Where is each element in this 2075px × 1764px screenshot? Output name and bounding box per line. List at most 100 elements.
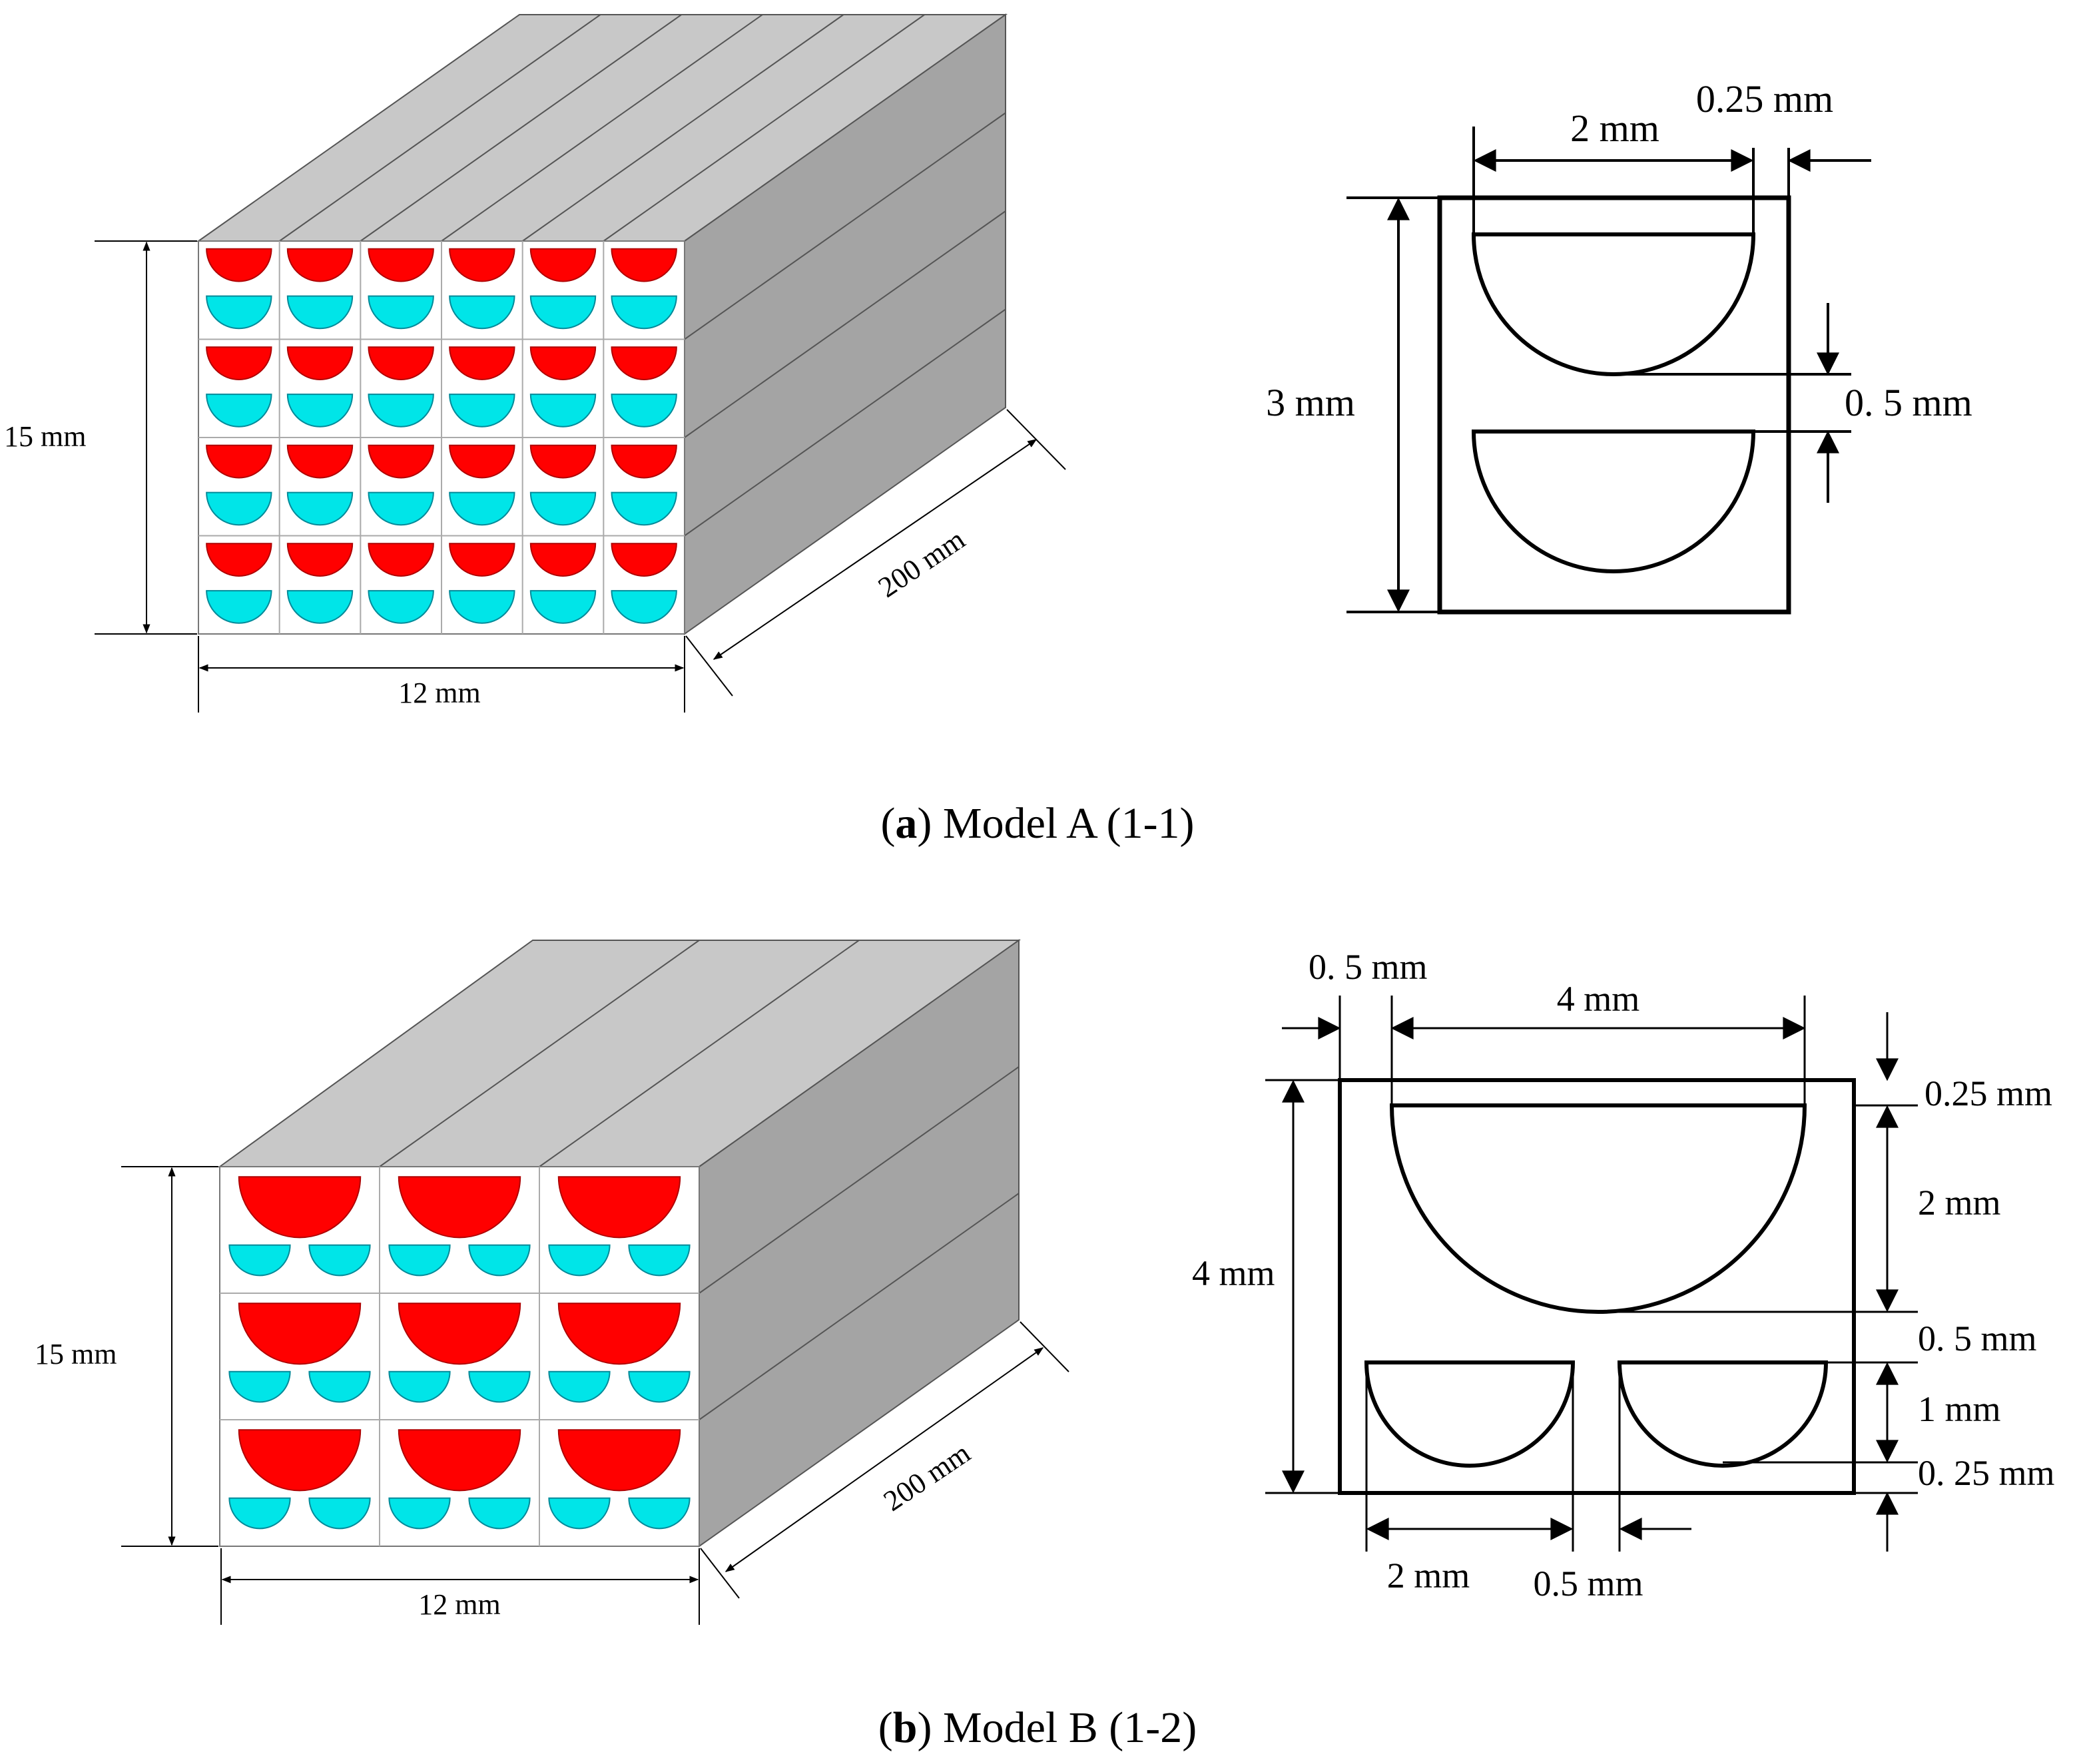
cold-channel — [368, 295, 434, 330]
cold-channel — [628, 1370, 691, 1403]
top-seam — [360, 14, 682, 242]
cold-channel — [529, 590, 597, 624]
model-b-detail-cold-width-label: 2 mm — [1387, 1556, 1470, 1596]
model-b-detail-cold-channel-right — [1617, 1360, 1829, 1468]
cold-channel — [206, 295, 272, 330]
cold-channel — [468, 1244, 531, 1277]
cold-channel — [468, 1370, 531, 1403]
model-b-channels — [228, 1176, 691, 1530]
hot-channel — [368, 444, 434, 479]
model-a-height-dimension: 15 mm — [4, 240, 197, 635]
cold-channel — [286, 590, 354, 624]
cold-channel — [368, 590, 434, 624]
side-seam — [699, 1066, 1020, 1294]
cold-channel — [228, 1497, 291, 1530]
cold-channel — [628, 1244, 691, 1277]
model-a-channels — [206, 248, 677, 624]
model-a-detail-width-label: 2 mm — [1570, 107, 1659, 150]
hot-channel — [611, 444, 677, 478]
cold-channel — [308, 1497, 371, 1530]
cold-channel — [368, 491, 434, 526]
cold-channel — [611, 394, 677, 428]
model-b-detail-hot-width-label: 4 mm — [1557, 979, 1640, 1019]
cold-channel — [286, 394, 354, 428]
cold-channel — [548, 1244, 611, 1277]
hot-channel — [557, 1176, 681, 1239]
model-a-cell-outline — [1437, 195, 1791, 615]
hot-channel — [286, 248, 354, 282]
cold-channel — [529, 394, 597, 428]
hot-channel — [286, 543, 354, 577]
cold-channel — [611, 491, 677, 525]
cold-channel — [529, 491, 597, 526]
hot-channel — [529, 444, 597, 479]
cold-channel — [468, 1497, 531, 1530]
hot-channel — [238, 1303, 362, 1365]
hot-channel — [206, 543, 272, 577]
hot-channel — [238, 1429, 362, 1492]
model-b-top-seams — [379, 940, 860, 1167]
model-b-detail-cold-channel-left — [1364, 1360, 1576, 1468]
hot-channel — [206, 444, 272, 479]
hot-channel — [529, 346, 597, 380]
model-b-cell-outline — [1338, 1078, 1856, 1495]
model-b-detail-hot-channel — [1389, 1103, 1807, 1314]
hot-channel — [398, 1429, 521, 1492]
model-b-width-dimension: 12 mm — [220, 1548, 700, 1625]
cold-channel — [206, 394, 272, 428]
model-b-detail-cold-depth-label: 1 mm — [1918, 1389, 2001, 1429]
model-b-caption: (b) Model B (1-2) — [878, 1703, 1197, 1752]
cold-channel — [611, 590, 677, 624]
model-b-cell-grid — [220, 1167, 699, 1546]
model-b-block — [217, 939, 1022, 1548]
hot-channel — [449, 248, 515, 282]
hot-channel — [611, 543, 677, 577]
model-a-detail-height-label: 3 mm — [1266, 381, 1355, 424]
cold-channel — [228, 1370, 291, 1403]
cold-channel — [206, 590, 272, 624]
model-a-detail: 2 mm 0.25 mm 3 mm 0. 5 mm — [1266, 77, 1972, 615]
hot-channel — [449, 444, 515, 479]
model-b-detail-left-offset-label: 0. 5 mm — [1309, 947, 1428, 987]
top-seam — [379, 940, 700, 1167]
cold-channel — [388, 1370, 451, 1403]
model-a-block — [196, 13, 1008, 635]
cold-channel — [388, 1244, 451, 1277]
cold-channel — [388, 1497, 451, 1530]
top-seam — [603, 14, 925, 242]
top-seam — [522, 14, 844, 242]
model-b-detail-hot-depth-label: 2 mm — [1918, 1183, 2001, 1223]
hot-channel — [398, 1176, 521, 1239]
model-a-detail-hot-channel — [1471, 232, 1756, 376]
model-a-height-label: 15 mm — [4, 420, 86, 453]
hot-channel — [238, 1176, 362, 1239]
hot-channel — [368, 248, 434, 282]
model-a-length-label: 200 mm — [872, 523, 971, 604]
model-b-detail-cold-gap-label: 0.5 mm — [1533, 1564, 1643, 1604]
cold-channel — [449, 394, 515, 428]
cold-channel — [368, 394, 434, 428]
cold-channel — [628, 1497, 691, 1530]
model-a-detail-gap-label: 0. 5 mm — [1845, 381, 1972, 424]
cold-channel — [308, 1244, 371, 1277]
cold-channel — [548, 1497, 611, 1530]
model-b-detail-height-label: 4 mm — [1192, 1253, 1275, 1293]
cold-channel — [449, 491, 515, 526]
hot-channel — [286, 346, 354, 380]
hot-channel — [368, 346, 434, 380]
hot-channel — [368, 543, 434, 577]
model-a-detail-wall-label: 0.25 mm — [1696, 77, 1833, 121]
hot-channel — [286, 444, 354, 479]
model-a-detail-cold-channel — [1471, 430, 1756, 573]
model-b-detail-top-wall-label: 0.25 mm — [1925, 1073, 2052, 1113]
model-b-length-label: 200 mm — [878, 1436, 976, 1518]
model-a-caption: (a) Model A (1-1) — [880, 799, 1194, 848]
hot-channel — [611, 346, 677, 380]
top-seam — [279, 14, 601, 242]
cold-channel — [206, 491, 272, 526]
cold-channel — [449, 295, 515, 330]
hot-channel — [449, 543, 515, 577]
side-seam — [684, 210, 1006, 438]
cold-channel — [308, 1370, 371, 1403]
